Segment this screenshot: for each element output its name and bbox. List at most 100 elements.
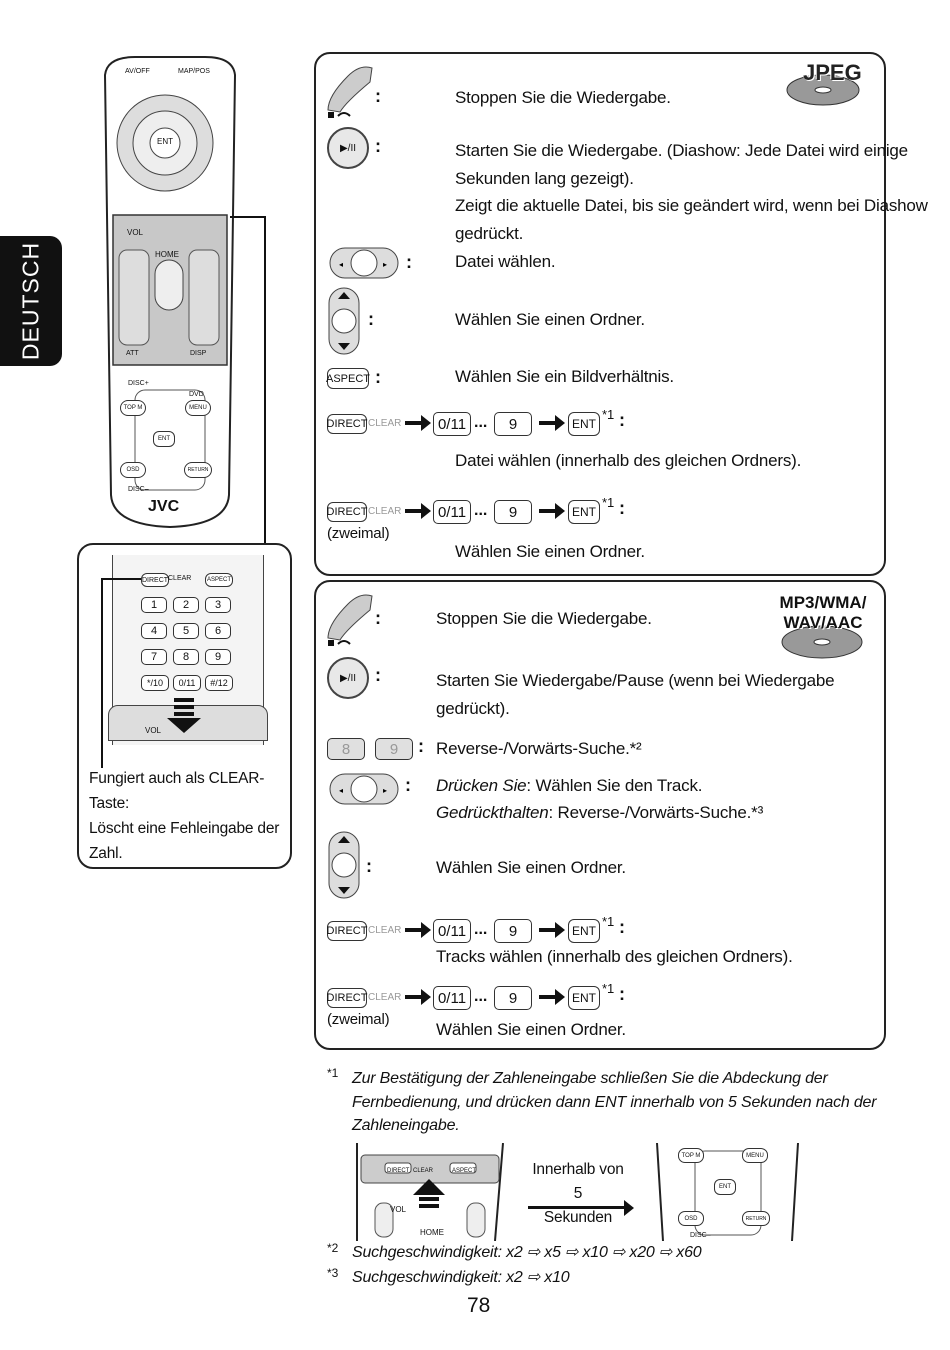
colon: : xyxy=(619,498,625,518)
keypad-key-9: 9 xyxy=(205,649,231,665)
keypad-key-2: 2 xyxy=(173,597,199,613)
footnote-2-text: Suchgeschwindigkeit: x2 ⇨ x5 ⇨ x10 ⇨ x20… xyxy=(352,1244,702,1261)
remote-key-att: ATT xyxy=(126,350,139,357)
keypad-key-5: 5 xyxy=(173,623,199,639)
remote-key-menu: MENU xyxy=(185,400,211,416)
ellipsis: ... xyxy=(474,414,488,431)
ellipsis: ... xyxy=(474,502,488,519)
close-cover-arrow-icon xyxy=(167,698,201,733)
mp3-badge-line-1: MP3/WMA/ xyxy=(779,593,867,612)
back-band-key-icon xyxy=(327,594,373,646)
direct-key-icon: DIRECT xyxy=(327,414,367,434)
remote-key-osd: OSD xyxy=(120,462,146,478)
ent-play-pause-label: ▶/II xyxy=(339,672,357,684)
footnote-mark: *1 xyxy=(602,495,615,510)
colon: : xyxy=(368,309,374,329)
clear-label: CLEAR xyxy=(368,992,402,1003)
hold-rest: : Reverse-/Vorwärts-Suche.*³ xyxy=(548,803,764,822)
ent-play-pause-icon: ▶/II xyxy=(327,127,369,169)
keypad-note-line-1: Fungiert auch als CLEAR- xyxy=(89,770,265,787)
fn-osd-key: OSD xyxy=(678,1211,704,1226)
arrow-icon xyxy=(539,503,565,519)
keypad-key-1: 1 xyxy=(141,597,167,613)
fn-menu-key: MENU xyxy=(742,1148,768,1163)
jpeg-file-select-text: Datei wählen. xyxy=(455,252,556,271)
clear-label: CLEAR xyxy=(368,418,402,429)
mp3-panel xyxy=(314,580,886,1050)
press-rest: : Wählen Sie den Track. xyxy=(526,776,703,795)
arrow-icon xyxy=(539,989,565,1005)
jpeg-play-text: Starten Sie die Wiedergabe. (Diashow: Je… xyxy=(455,137,928,247)
mp3-press-text: Drücken Sie: Wählen Sie den Track. xyxy=(436,776,702,796)
colon: : xyxy=(375,136,381,156)
colon: : xyxy=(375,367,381,387)
nine-key-icon: 9 xyxy=(494,986,532,1010)
mp3-stop-text: Stoppen Sie die Wiedergabe. xyxy=(436,609,652,628)
zero-key-icon: 0/11 xyxy=(433,500,471,524)
mp3-play-line-2: gedrückt). xyxy=(436,698,510,718)
nine-key-icon: 9 xyxy=(494,919,532,943)
fn-aspect-label: ASPECT xyxy=(452,1168,477,1174)
jpeg-folder-text: Wählen Sie einen Ordner. xyxy=(455,310,645,329)
arrow-icon xyxy=(539,415,565,431)
remote-key-disp: DISP xyxy=(190,350,207,357)
within-5-seconds-text: Innerhalb von 5 Sekunden xyxy=(528,1158,628,1230)
clear-label: CLEAR xyxy=(368,506,402,517)
keypad-key-4: 4 xyxy=(141,623,167,639)
remote-key-vol: VOL xyxy=(127,228,144,237)
twice-label: (zweimal) xyxy=(327,525,390,542)
footnote-2-mark: *2 xyxy=(327,1241,339,1255)
keypad-key-3: 3 xyxy=(205,597,231,613)
mp3-play-line-1: Starten Sie Wiedergabe/Pause (wenn bei W… xyxy=(436,671,835,690)
prev-next-key-icon: ◂▸ xyxy=(329,247,399,279)
footnote-mark: *1 xyxy=(602,981,615,996)
callout-line xyxy=(230,216,266,218)
ellipsis: ... xyxy=(474,921,488,938)
ellipsis: ... xyxy=(474,988,488,1005)
ent-key-icon: ENT xyxy=(568,986,600,1010)
mp3-disc-icon xyxy=(781,625,863,659)
ent-key-icon: ENT xyxy=(568,412,600,436)
keypad-vol-label: VOL xyxy=(145,726,162,735)
remote-cover-close-illustration xyxy=(356,1143,504,1241)
colon: : xyxy=(366,856,372,876)
remote-control-illustration xyxy=(103,56,237,529)
jpeg-play-line-2: Sekunden lang gezeigt). xyxy=(455,168,634,188)
remote-key-home: HOME xyxy=(155,250,179,259)
fn-clear-label: CLEAR xyxy=(413,1168,434,1174)
up-down-key-icon xyxy=(328,287,360,355)
mp3-search-text: Reverse-/Vorwärts-Suche.*² xyxy=(436,739,642,758)
clear-label: CLEAR xyxy=(368,925,402,936)
zero-key-icon: 0/11 xyxy=(433,919,471,943)
footnote-mark: *1 xyxy=(602,914,615,929)
keypad-key-6: 6 xyxy=(205,623,231,639)
jpeg-panel xyxy=(314,52,886,576)
remote-key-top-m: TOP M xyxy=(120,400,146,416)
jpeg-file-in-folder-text: Datei wählen (innerhalb des gleichen Ord… xyxy=(455,451,802,470)
keypad-direct-key: DIRECT xyxy=(141,573,169,587)
remote-key-av-off: AV/OFF xyxy=(125,68,150,75)
jpeg-disc-icon xyxy=(786,74,860,106)
jpeg-badge: JPEG xyxy=(803,60,862,85)
remote-key-disc-plus: DISC+ xyxy=(128,380,149,387)
fn-return-key: RETURN xyxy=(742,1211,770,1226)
remote-key-return: RETURN xyxy=(184,462,212,478)
footnote-1-line-3: Zahleneingabe. xyxy=(352,1117,460,1134)
jpeg-stop-text: Stoppen Sie die Wiedergabe. xyxy=(455,88,671,107)
colon: : xyxy=(375,608,381,628)
callout-line-vertical xyxy=(264,216,266,546)
ent-key-icon: ENT xyxy=(568,500,600,524)
prev-next-key-icon: ◂▸ xyxy=(329,773,399,805)
within-line-1: Innerhalb von 5 xyxy=(532,1161,624,1202)
language-tab: DEUTSCH xyxy=(0,236,62,366)
direct-key-icon: DIRECT xyxy=(327,502,367,522)
svg-text:▸: ▸ xyxy=(383,786,387,795)
hold-italic: Gedrückthalten xyxy=(436,803,549,822)
colon: : xyxy=(375,86,381,106)
keypad-note-line-3: Löscht eine Fehleingabe der xyxy=(89,820,280,837)
back-band-key-icon xyxy=(327,66,373,118)
footnote-1-text: Zur Bestätigung der Zahleneingabe schlie… xyxy=(352,1067,877,1138)
colon: : xyxy=(375,665,381,685)
zero-key-icon: 0/11 xyxy=(433,986,471,1010)
colon: : xyxy=(418,736,424,756)
